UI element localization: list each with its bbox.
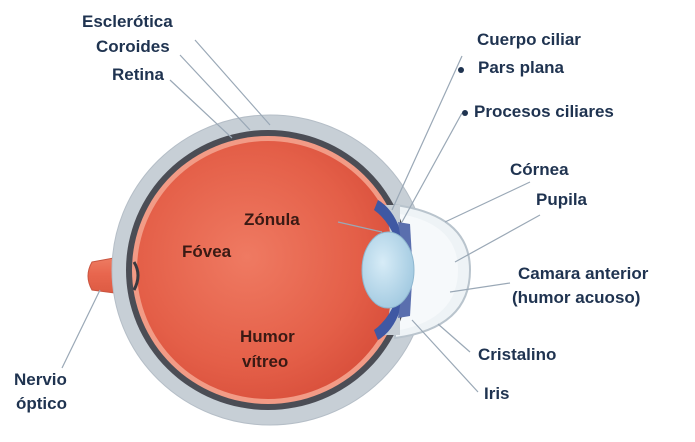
label-cristalino: Cristalino <box>478 345 556 365</box>
label-fovea: Fóvea <box>182 242 231 262</box>
label-iris: Iris <box>484 384 510 404</box>
label-humor: Humor <box>240 327 295 347</box>
label-retina: Retina <box>112 65 164 85</box>
label-cornea: Córnea <box>510 160 569 180</box>
bullet-procesos-ciliares <box>462 110 468 116</box>
label-vitreo: vítreo <box>242 352 288 372</box>
label-cuerpo-ciliar: Cuerpo ciliar <box>477 30 581 50</box>
label-nervio: Nervio <box>14 370 67 390</box>
label-zonula: Zónula <box>244 210 300 230</box>
label-optico: óptico <box>16 394 67 414</box>
label-coroides: Coroides <box>96 37 170 57</box>
bullet-pars-plana <box>458 67 464 73</box>
lens <box>362 232 414 308</box>
label-camara-anterior: Camara anterior <box>518 264 648 284</box>
label-esclerotica: Esclerótica <box>82 12 173 32</box>
label-humor-acuoso: (humor acuoso) <box>512 288 640 308</box>
label-pars-plana: Pars plana <box>478 58 564 78</box>
label-pupila: Pupila <box>536 190 587 210</box>
label-procesos-ciliares: Procesos ciliares <box>474 102 614 122</box>
